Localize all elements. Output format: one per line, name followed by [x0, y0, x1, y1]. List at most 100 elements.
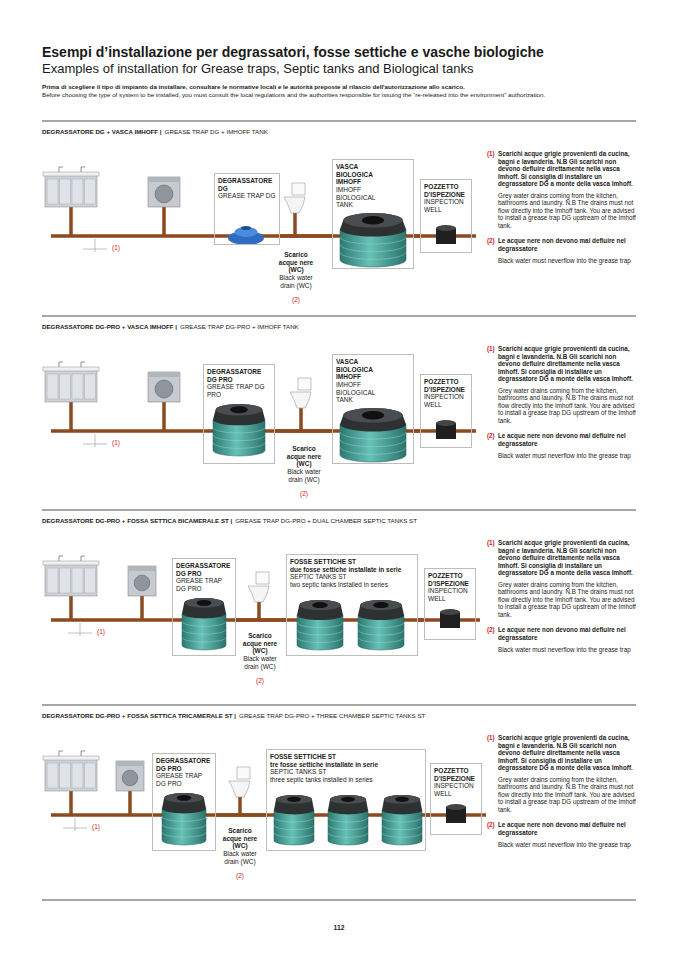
tank-dome: [358, 600, 404, 620]
callout-number: (2): [278, 490, 330, 497]
tank-dome: [340, 213, 406, 236]
inspection-well: [440, 609, 460, 628]
counter: [43, 367, 99, 371]
main-pipe: [51, 618, 480, 622]
bowl: [229, 781, 250, 797]
washer-body: [148, 177, 180, 207]
note-text: Grey water drains coming from the kitche…: [498, 776, 639, 814]
tank-rib: [297, 622, 343, 627]
pipe-connector: [275, 429, 332, 433]
cistern: [292, 183, 305, 195]
toilet: [229, 767, 250, 797]
notes-column: (1)Scarichi acque grigie provenienti da …: [487, 734, 639, 848]
note-text: Black water must neverflow into the grea…: [498, 841, 639, 849]
component-name: due fosse settiche installate in serie: [290, 566, 414, 574]
kitchen-sink: [43, 167, 99, 207]
section-header: DEGRASSATORE DG-PRO + FOSSA SETTICA BICA…: [42, 517, 417, 524]
tank-lid: [230, 406, 248, 413]
component-box: FOSSE SETTICHE STtre fosse settiche inst…: [266, 749, 426, 851]
washing-machine: [116, 761, 144, 791]
tank-lid: [197, 600, 212, 606]
inspection-well: [446, 804, 466, 823]
washer-body: [116, 761, 144, 791]
component-name-en: Black water drain (WC): [282, 468, 326, 483]
component-box: POZZETTO D'ISPEZIONEINSPECTION WELL: [420, 374, 472, 448]
septic-tank: [328, 795, 368, 845]
tank-rib: [274, 818, 314, 822]
tank-lid: [341, 797, 355, 802]
callout-number: (2): [270, 296, 322, 303]
note-number: (2): [487, 821, 498, 836]
tank-lid: [362, 411, 384, 420]
inspection-well: [436, 420, 456, 439]
tank-top: [216, 404, 263, 415]
cabinet: [45, 370, 97, 402]
cabinet-door: [85, 374, 96, 399]
drain-label-box: Scarico acque nere (WC)Black water drain…: [278, 441, 330, 489]
tank-rib: [213, 427, 265, 433]
washer-panel: [148, 372, 180, 377]
tank-dome: [382, 795, 422, 814]
grease-trap-dg: [228, 226, 264, 245]
washer-door: [155, 380, 173, 398]
component-name: POZZETTO D'ISPEZIONE: [424, 378, 468, 393]
callout-number: (1): [97, 628, 105, 635]
leader-line: [63, 818, 87, 831]
note-text: Grey water drains coming from the kitche…: [498, 581, 639, 619]
tank-body: [182, 614, 226, 650]
tank-top: [360, 600, 401, 610]
well-top: [436, 225, 456, 231]
cabinet-door: [60, 179, 71, 204]
component-name-en: IMHOFF BIOLOGICAL TANK: [336, 381, 392, 404]
cabinet-door: [47, 374, 58, 399]
septic-tank: [297, 600, 343, 650]
tank-top: [184, 598, 224, 608]
toilet: [290, 378, 311, 408]
tank-rib: [182, 629, 226, 634]
component-name-en: INSPECTION WELL: [434, 782, 478, 797]
tank-lid: [373, 602, 389, 608]
note-text: Scarichi acque grigie provenienti da cuc…: [498, 734, 639, 772]
well-top: [446, 804, 466, 810]
component-name: Scarico acque nere (WC): [274, 251, 318, 274]
component-name: VASCA BIOLOGICA IMHOFF: [336, 163, 392, 186]
tank-rib: [382, 818, 422, 822]
tank-rib: [358, 622, 404, 627]
tank-rib: [182, 621, 226, 626]
component-name: DEGRASSATORE DG: [218, 177, 276, 192]
tank-rib: [182, 637, 226, 642]
washer-drain: [140, 596, 144, 620]
notes-column: (1)Scarichi acque grigie provenienti da …: [487, 150, 639, 264]
component-box: POZZETTO D'ISPEZIONEINSPECTION WELL: [420, 179, 472, 253]
trap-top: [234, 227, 257, 237]
tank-dome: [297, 600, 343, 620]
component-box: DEGRASSATORE DG PROGREASE TRAP DG PRO: [172, 558, 236, 656]
note-text: Black water must neverflow into the grea…: [498, 646, 639, 654]
sink-drain: [69, 791, 73, 815]
component-box: FOSSE SETTICHE STdue fosse settiche inst…: [286, 554, 418, 656]
tank-dome: [213, 404, 265, 425]
cabinet-door: [72, 568, 83, 593]
washer-body: [128, 566, 156, 596]
tank-dome: [162, 793, 206, 813]
cabinet-door: [72, 763, 83, 788]
section-header: DEGRASSATORE DG + VASCA IMHOFF |GREASE T…: [42, 128, 268, 135]
tank-rib: [340, 447, 406, 454]
tank-rib: [297, 630, 343, 635]
tank-top: [384, 795, 420, 804]
note-text: Black water must neverflow into the grea…: [498, 452, 639, 460]
cabinet-door: [60, 763, 71, 788]
note-text: Scarichi acque grigie provenienti da cuc…: [498, 345, 639, 383]
tank-rib: [340, 237, 406, 244]
component-name-en: Black water drain (WC): [242, 655, 278, 670]
section-title: DEGRASSATORE DG-PRO + FOSSA SETTICA BICA…: [42, 517, 232, 524]
washer-panel: [148, 177, 180, 182]
washer-door: [122, 770, 138, 786]
cabinet-door: [85, 568, 96, 593]
faucet: [59, 362, 85, 367]
septic-tank: [358, 600, 404, 650]
tank-rib: [340, 432, 406, 439]
notes-column: (1)Scarichi acque grigie provenienti da …: [487, 345, 639, 459]
component-name: DEGRASSATORE DG PRO: [207, 368, 271, 383]
leader-line: [83, 434, 107, 447]
